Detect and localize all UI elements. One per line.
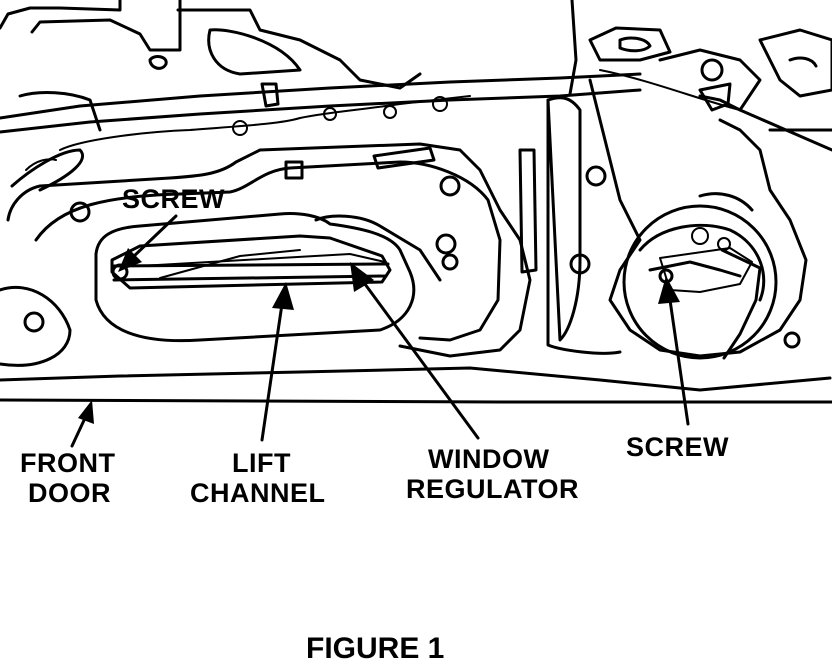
callout-labels: SCREW SCREW FRONT DOOR LIFT CHANNEL WIND…	[20, 184, 729, 508]
door-inner-panel	[0, 0, 832, 404]
label-lift-channel-line2: CHANNEL	[190, 478, 326, 508]
figure-caption: FIGURE 1	[306, 632, 444, 665]
label-front-door-line2: DOOR	[28, 478, 111, 508]
window-regulator-arrow	[350, 262, 480, 440]
label-screw-right: SCREW	[626, 432, 729, 462]
screw-right-arrow	[658, 276, 690, 426]
label-front-door-line1: FRONT	[20, 448, 115, 478]
leader-arrows	[70, 214, 690, 448]
label-window-regulator-line2: REGULATOR	[406, 474, 579, 504]
lift-channel-arrow	[260, 282, 294, 442]
label-lift-channel-line1: LIFT	[232, 448, 291, 478]
label-screw-top: SCREW	[122, 184, 225, 214]
front-door-arrow	[70, 400, 94, 448]
label-window-regulator-line1: WINDOW	[428, 444, 549, 474]
screw-top-arrow	[118, 214, 178, 272]
